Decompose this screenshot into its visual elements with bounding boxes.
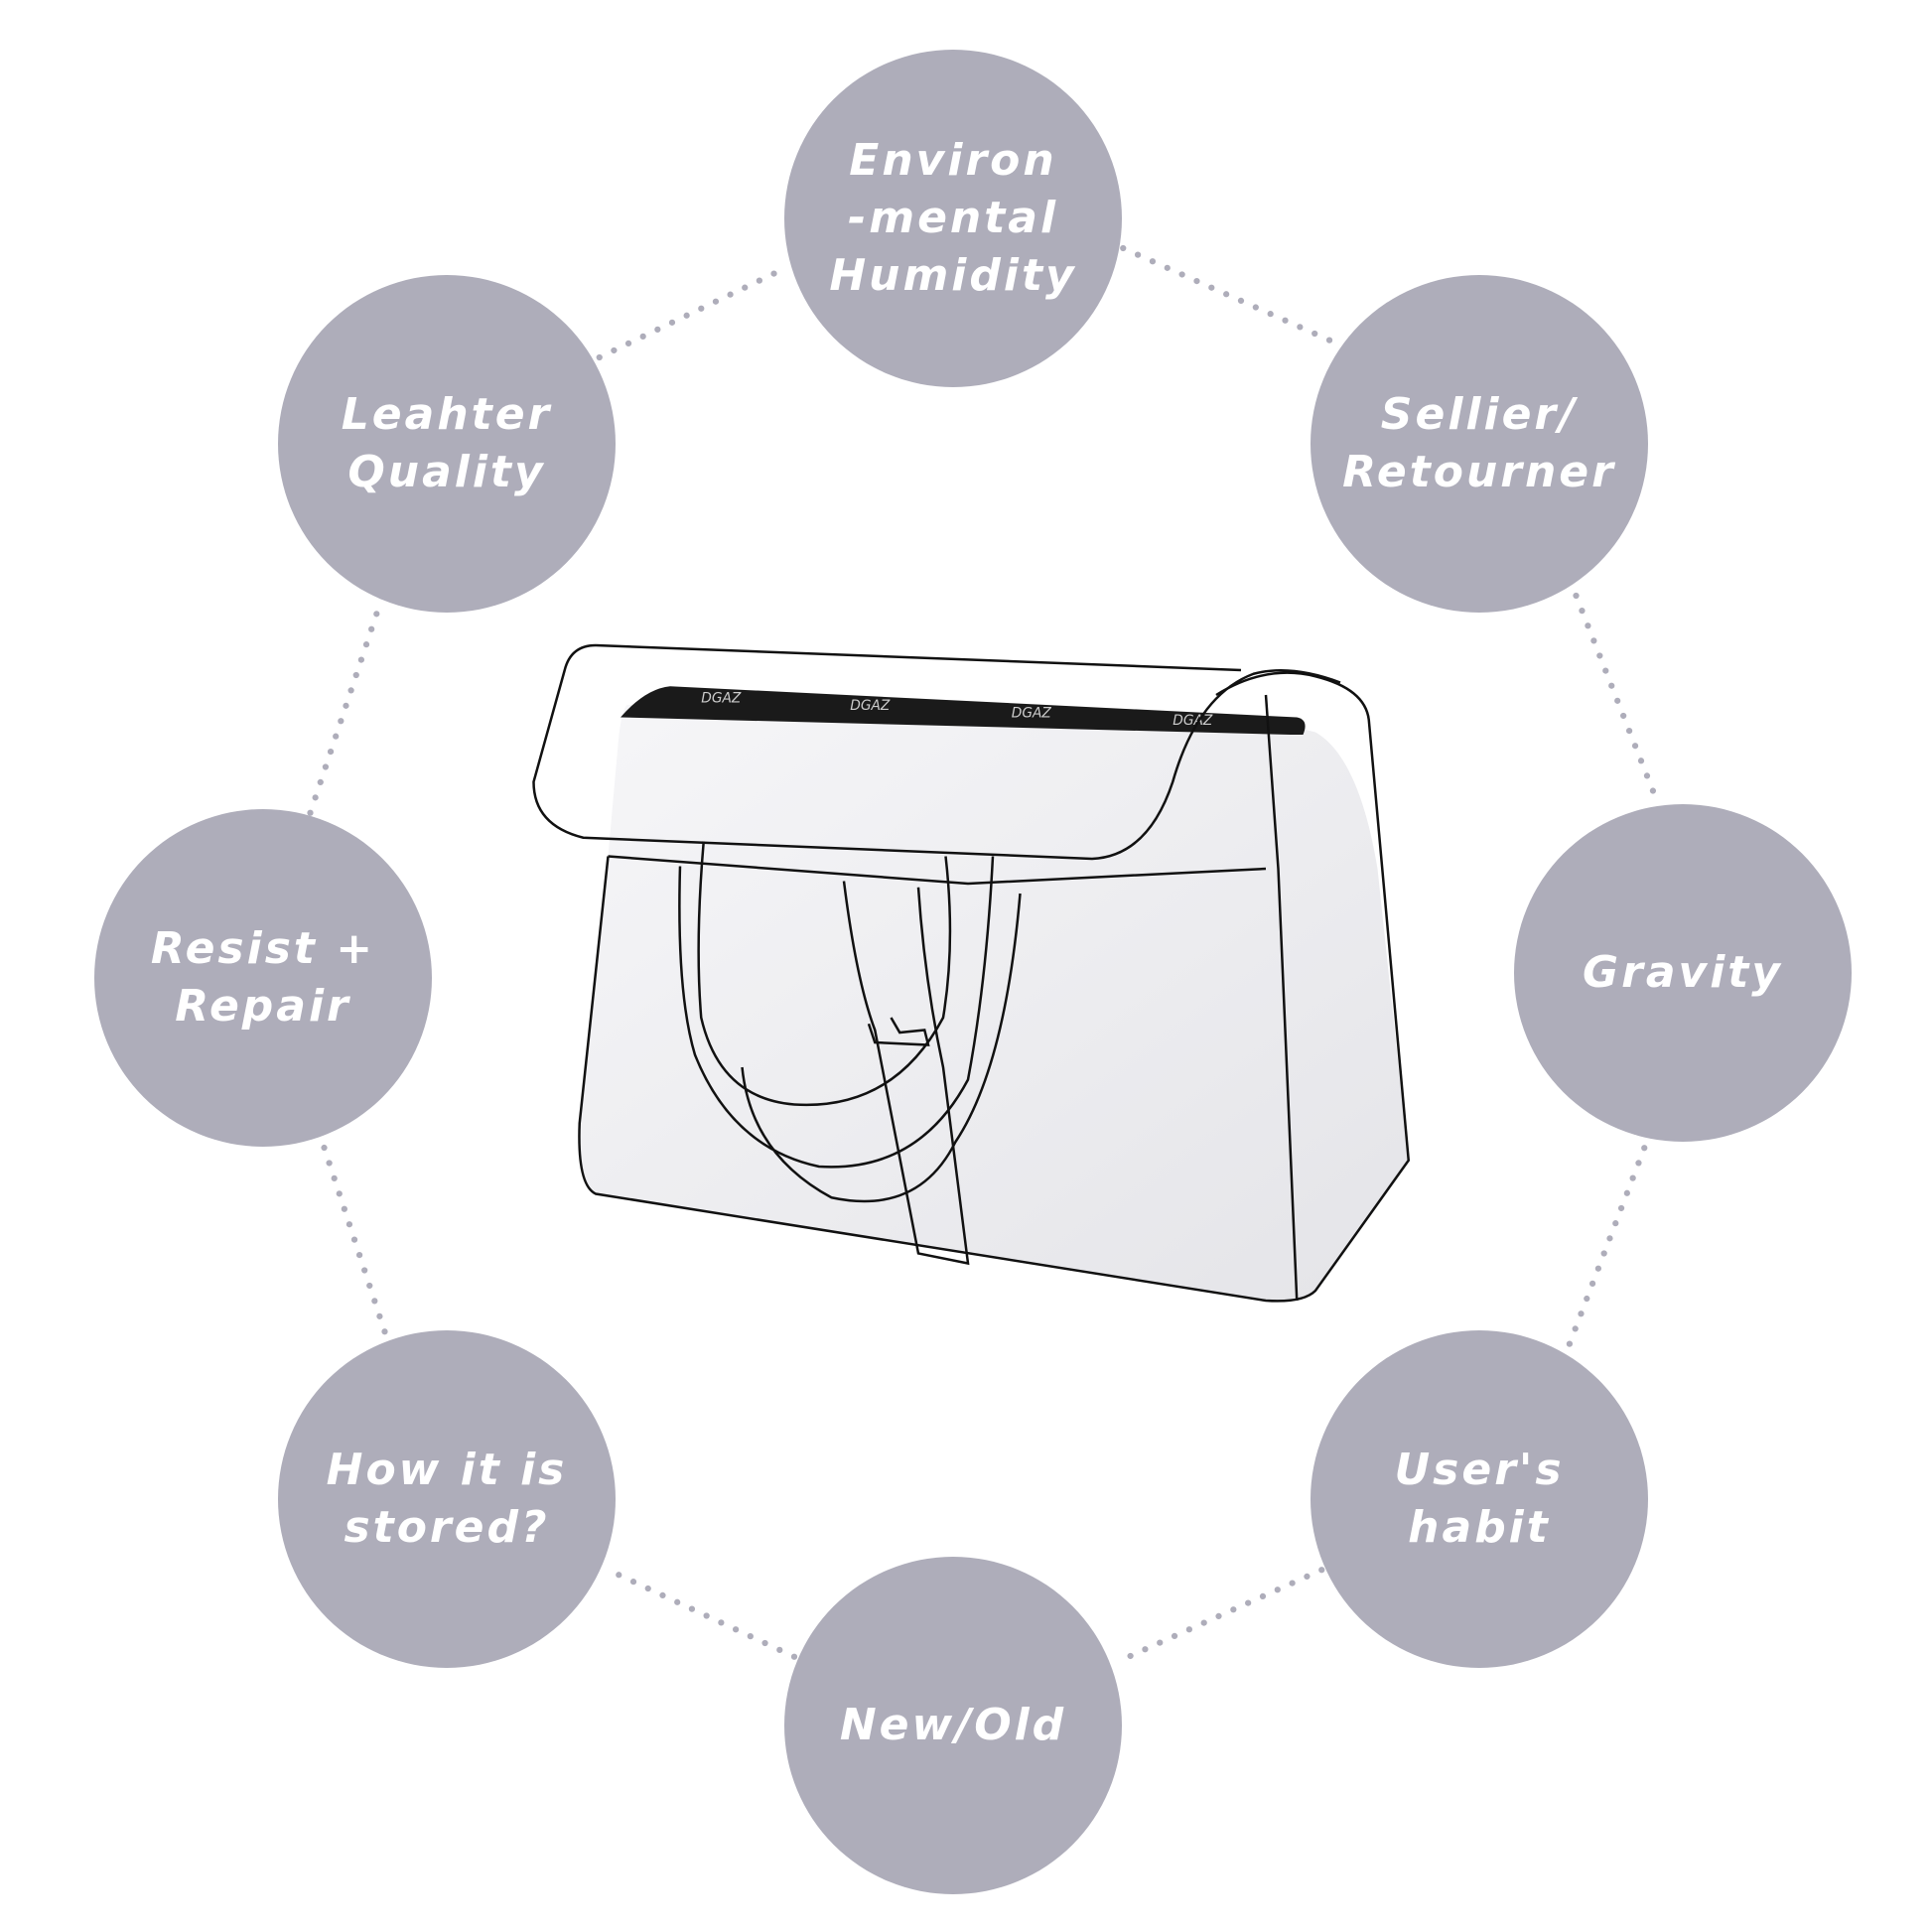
factor-gravity: Gravity [1514, 804, 1852, 1142]
factor-leather-quality: Leahter Quality [278, 275, 616, 613]
factor-label: New/Old [839, 1700, 1067, 1750]
factor-resist-repair: Resist + Repair [94, 809, 432, 1147]
factor-label: stored? [344, 1502, 550, 1553]
factor-label: Leahter [341, 389, 553, 440]
factor-label: Environ [849, 135, 1057, 186]
brand-label: DGAZ [850, 698, 891, 714]
bag-strap [621, 686, 1306, 735]
connector [1573, 592, 1660, 804]
factor-label: Sellier/ [1380, 389, 1579, 440]
factor-user-habit: User's habit [1311, 1330, 1648, 1668]
factor-label: habit [1408, 1502, 1551, 1553]
factor-label: Retourner [1342, 447, 1616, 497]
connector [596, 263, 791, 361]
connector [1563, 1145, 1648, 1356]
factor-humidity: Environ -mental Humidity [784, 50, 1122, 387]
factor-label: Repair [175, 981, 351, 1032]
connector [1120, 1567, 1325, 1663]
factor-label: Gravity [1583, 947, 1783, 998]
connector [307, 605, 382, 816]
factor-label: How it is [326, 1445, 568, 1495]
factor-label: Humidity [829, 250, 1077, 301]
factor-label: -mental [847, 193, 1059, 243]
factor-storage: How it is stored? [278, 1330, 616, 1668]
connector [605, 1567, 798, 1660]
connector [1120, 244, 1344, 348]
factor-label: Resist + [150, 923, 376, 974]
factor-label: Quality [347, 447, 546, 497]
brand-label: DGAZ [1012, 706, 1052, 722]
brand-label: DGAZ [1173, 713, 1213, 729]
brand-label: DGAZ [701, 691, 742, 707]
bag-body [579, 705, 1409, 1302]
factor-sellier: Sellier/ Retourner [1311, 275, 1648, 613]
bag-illustration: DGAZ DGAZ DGAZ DGAZ [532, 643, 1411, 1303]
factor-label: User's [1394, 1445, 1565, 1495]
connector [317, 1132, 388, 1335]
factor-new-old: New/Old [784, 1557, 1122, 1894]
dotted-connectors [307, 244, 1660, 1663]
